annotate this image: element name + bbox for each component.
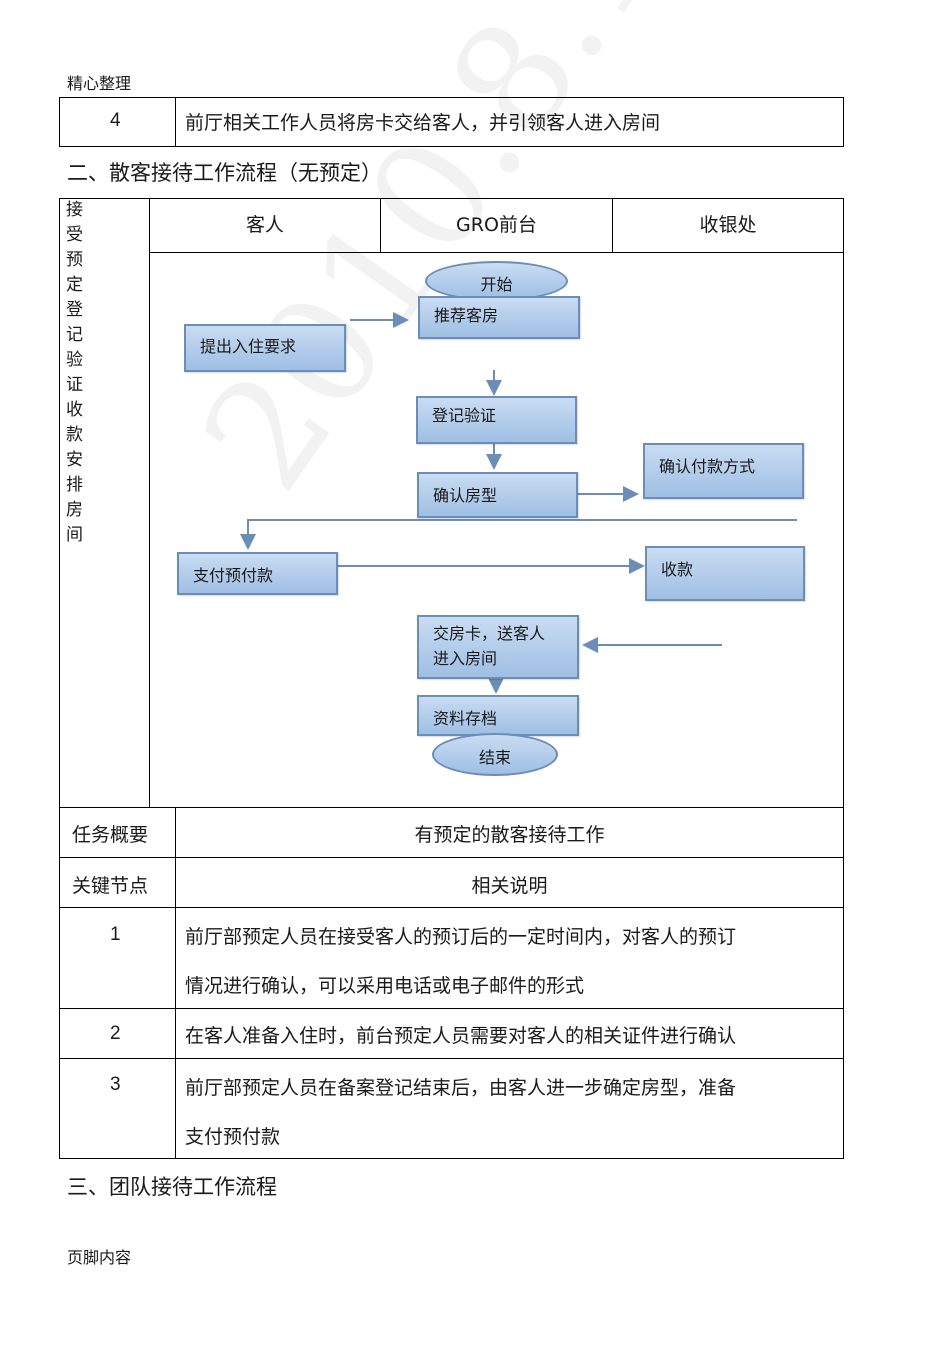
row-description-cont: 情况进行确认，可以采用电话或电子邮件的形式: [185, 975, 585, 997]
row-number: 1: [110, 924, 121, 945]
row-description: 前厅相关工作人员将房卡交给客人，并引领客人进入房间: [185, 112, 661, 134]
overview-label: 任务概要: [72, 824, 149, 846]
section-title: 二、散客接待工作流程（无预定）: [67, 161, 382, 185]
overview-value: 有预定的散客接待工作: [414, 824, 605, 846]
column-header-guest: 客人: [245, 214, 284, 236]
key-node-label: 关键节点: [72, 875, 149, 897]
archive-node: 资料存档: [417, 695, 579, 736]
row-description: 前厅部预定人员在备案登记结束后，由客人进一步确定房型，准备: [185, 1077, 737, 1099]
column-header-cashier: 收银处: [699, 214, 757, 236]
row-description: 前厅部预定人员在接受客人的预订后的一定时间内，对客人的预订: [185, 926, 737, 948]
key-node-header: 相关说明: [471, 875, 548, 897]
recommend-room-node: 推荐客房: [418, 296, 580, 339]
column-header-front-desk: GRO前台: [456, 214, 537, 236]
row-description-cont: 支付预付款: [185, 1126, 281, 1148]
register-verify-node: 登记验证: [416, 396, 577, 444]
row-number: 2: [110, 1023, 121, 1044]
row-description: 在客人准备入住时，前台预定人员需要对客人的相关证件进行确认: [185, 1025, 737, 1047]
start-node: 开始: [425, 261, 568, 301]
end-node: 结束: [432, 733, 558, 776]
section-title: 三、团队接待工作流程: [67, 1175, 277, 1199]
row-number: 4: [110, 110, 121, 131]
check-in-request-node: 提出入住要求: [184, 324, 346, 372]
collect-payment-node: 收款: [645, 546, 805, 601]
side-label: 接受预定登记验证收款安排房间: [66, 200, 83, 545]
page-footer: 页脚内容: [67, 1248, 132, 1267]
confirm-payment-node: 确认付款方式: [643, 443, 804, 499]
confirm-room-node: 确认房型: [417, 472, 578, 518]
page-header: 精心整理: [67, 74, 132, 93]
row-number: 3: [110, 1074, 121, 1095]
handover-key-node: 交房卡，送客人进入房间: [417, 615, 579, 679]
prepay-node: 支付预付款: [177, 552, 338, 595]
